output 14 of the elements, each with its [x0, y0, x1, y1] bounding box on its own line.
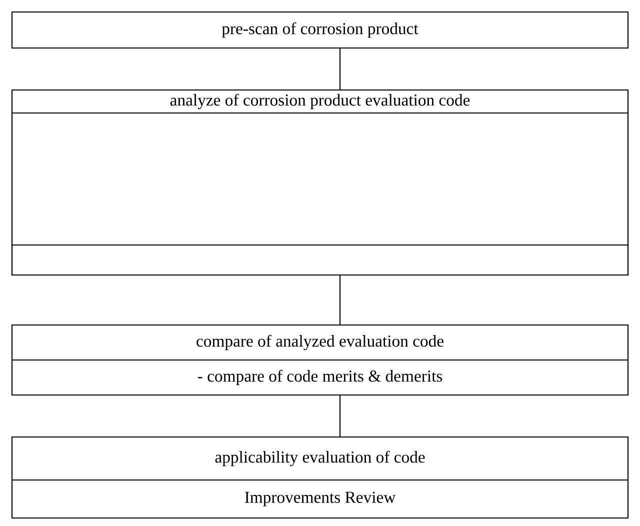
node-label: applicability evaluation of code — [215, 450, 425, 466]
process-box — [11, 436, 629, 519]
node-label: - compare of code merits & demerits — [198, 370, 442, 386]
node-label: Improvements Review — [244, 492, 396, 506]
connector-line — [339, 395, 341, 437]
process-box — [11, 324, 629, 396]
empty-cell — [11, 112, 629, 246]
connector-line — [339, 48, 341, 90]
process-box — [11, 11, 629, 49]
empty-cell — [11, 244, 629, 276]
node-label: compare of analyzed evaluation code — [196, 334, 444, 350]
connector-line — [339, 275, 341, 325]
node-label: analyze of corrosion product evaluation code — [170, 94, 470, 110]
node-label: pre-scan of corrosion product — [222, 22, 418, 38]
